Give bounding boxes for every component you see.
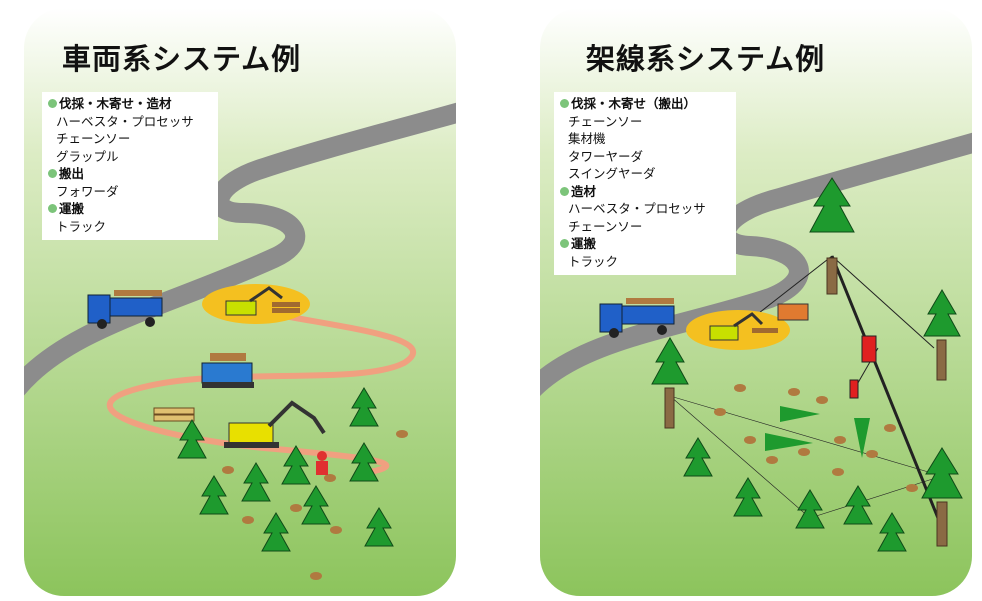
machine-item: 集材機: [568, 131, 606, 146]
machine-item: チェーンソー: [568, 113, 643, 129]
stump-icons: [714, 384, 918, 492]
machine-item: ハーベスタ・プロセッサ: [56, 113, 194, 129]
strip-road: [106, 310, 416, 476]
category-heading: 運搬: [560, 235, 728, 253]
truck-icon: [87, 290, 163, 329]
bullet-dot-icon: [48, 169, 57, 178]
category-label: 運搬: [571, 236, 597, 251]
category-heading: 伐採・木寄せ・造材: [48, 95, 210, 113]
category-heading: 造材: [560, 183, 728, 201]
category-label: 搬出: [59, 166, 85, 181]
bullet-dot-icon: [48, 99, 57, 108]
category-heading: 伐採・木寄せ（搬出）: [560, 95, 728, 113]
category-label: 造材: [571, 183, 597, 199]
worker-icon: [316, 451, 328, 475]
log-pile-icon: [153, 407, 195, 422]
machine-item: トラック: [56, 218, 107, 234]
tree-icons: [651, 177, 963, 552]
forest-road: [540, 132, 972, 397]
machine-item: チェーンソー: [56, 131, 131, 146]
machine-item: ハーベスタ・プロセッサ: [568, 201, 706, 216]
bullet-dot-icon: [48, 204, 57, 213]
machine-item: タワーヤーダ: [568, 148, 644, 164]
category-label: 伐採・木寄せ・造材: [59, 96, 172, 111]
felled-trees: [765, 406, 870, 458]
carriage-icon: [849, 335, 877, 399]
machine-item: グラップル: [56, 148, 119, 164]
tree-trunks: [664, 257, 948, 547]
machine-item: スイングヤーダ: [568, 166, 656, 181]
forwarder-icon: [201, 353, 254, 388]
stump-icons: [222, 430, 408, 580]
machine-list: 伐採・木寄せ・造材ハーベスタ・プロセッサチェーンソーグラップル搬出フォワーダ運搬…: [42, 92, 218, 240]
category-label: 伐採・木寄せ（搬出）: [571, 96, 697, 111]
tree-icons: [177, 387, 394, 552]
machine-item: チェーンソー: [568, 218, 643, 234]
harvester-icon: [224, 400, 326, 448]
bullet-dot-icon: [560, 99, 569, 108]
processor-icon: [225, 286, 300, 316]
category-heading: 搬出: [48, 165, 210, 183]
category-label: 運搬: [59, 201, 85, 216]
cable-system-panel: 架線系システム例 伐採・木寄せ（搬出） チェーンソー集材機タワーヤーダスイングヤー…: [540, 8, 972, 596]
machine-list: 伐採・木寄せ（搬出） チェーンソー集材機タワーヤーダスイングヤーダ造材ハーベスタ・…: [554, 92, 736, 275]
vehicle-system-panel: 車両系システム例 伐採・木寄せ・造材ハーベスタ・プロセッサチェーンソーグラップル…: [24, 8, 456, 596]
processor-icon: [709, 312, 778, 341]
bullet-dot-icon: [560, 186, 569, 196]
category-heading: 運搬: [48, 200, 210, 218]
machine-item: フォワーダ: [56, 183, 119, 199]
page-title: 車両系システム例: [62, 42, 302, 76]
truck-icon: [599, 298, 675, 338]
yarder-icon: [777, 303, 809, 321]
bullet-dot-icon: [560, 239, 569, 248]
page-title: 架線系システム例: [586, 42, 826, 76]
machine-item: トラック: [568, 253, 619, 269]
